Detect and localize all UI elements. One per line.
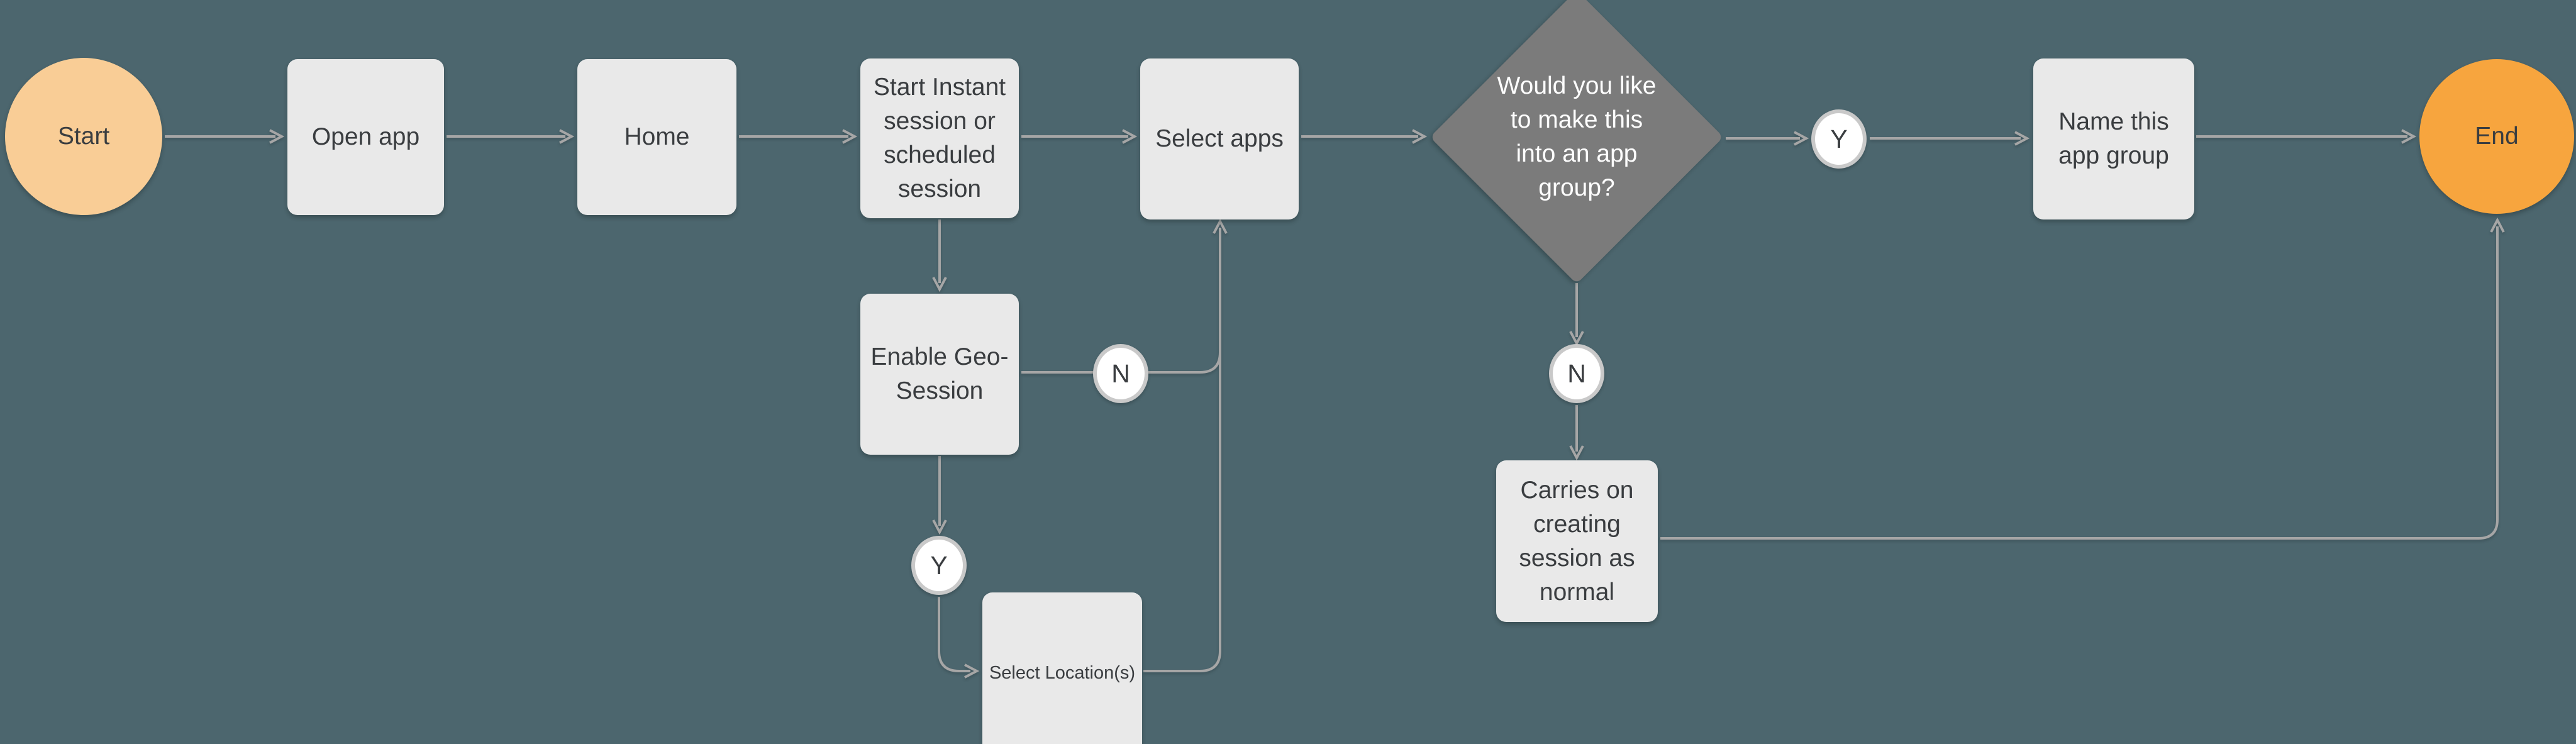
branch-circle-group-no: N [1549, 344, 1604, 403]
node-select-apps-label: Select apps [1155, 125, 1284, 152]
node-enable-geo: Enable Geo-Session [860, 294, 1019, 455]
node-carries-on: Carries on creating session as normal [1496, 460, 1658, 622]
node-start-session: Start Instant session or scheduled sessi… [860, 58, 1019, 218]
node-app-group-question-label-wrap: Would you like to make this into an app … [1495, 62, 1658, 213]
node-app-group-question-label: Would you like to make this into an app … [1497, 72, 1657, 201]
node-end-label: End [2475, 123, 2519, 150]
node-end: End [2419, 59, 2574, 214]
node-select-apps: Select apps [1140, 58, 1299, 219]
node-open-app: Open app [287, 59, 444, 215]
node-select-locations-label: Select Location(s) [989, 663, 1136, 683]
branch-circle-group-no-label: N [1567, 358, 1586, 388]
branch-circle-geo-yes: Y [911, 536, 967, 595]
branch-circle-group-yes: Y [1811, 109, 1867, 169]
node-start-session-label: Start Instant session or scheduled sessi… [873, 74, 1006, 203]
node-carries-on-label: Carries on creating session as normal [1519, 476, 1635, 606]
node-open-app-label: Open app [311, 123, 420, 150]
node-select-locations: Select Location(s) [982, 592, 1142, 744]
connector-carries-on-to-end [1660, 226, 2497, 540]
branch-circle-group-yes-label: Y [1830, 124, 1848, 153]
connector-yes-circle-to-select-locations [938, 597, 970, 671]
node-name-app-group-label: Name this app group [2058, 108, 2169, 169]
node-start: Start [5, 58, 162, 215]
branch-circle-geo-no-label: N [1111, 358, 1130, 388]
node-start-label: Start [57, 123, 110, 150]
connector-select-locations-to-select-apps [1143, 228, 1220, 672]
node-home: Home [577, 59, 736, 215]
branch-circle-geo-yes-label: Y [930, 550, 948, 580]
node-enable-geo-label: Enable Geo-Session [870, 343, 1009, 404]
node-home-label: Home [624, 123, 690, 150]
node-name-app-group: Name this app group [2033, 58, 2194, 219]
branch-circle-geo-no: N [1093, 344, 1148, 403]
